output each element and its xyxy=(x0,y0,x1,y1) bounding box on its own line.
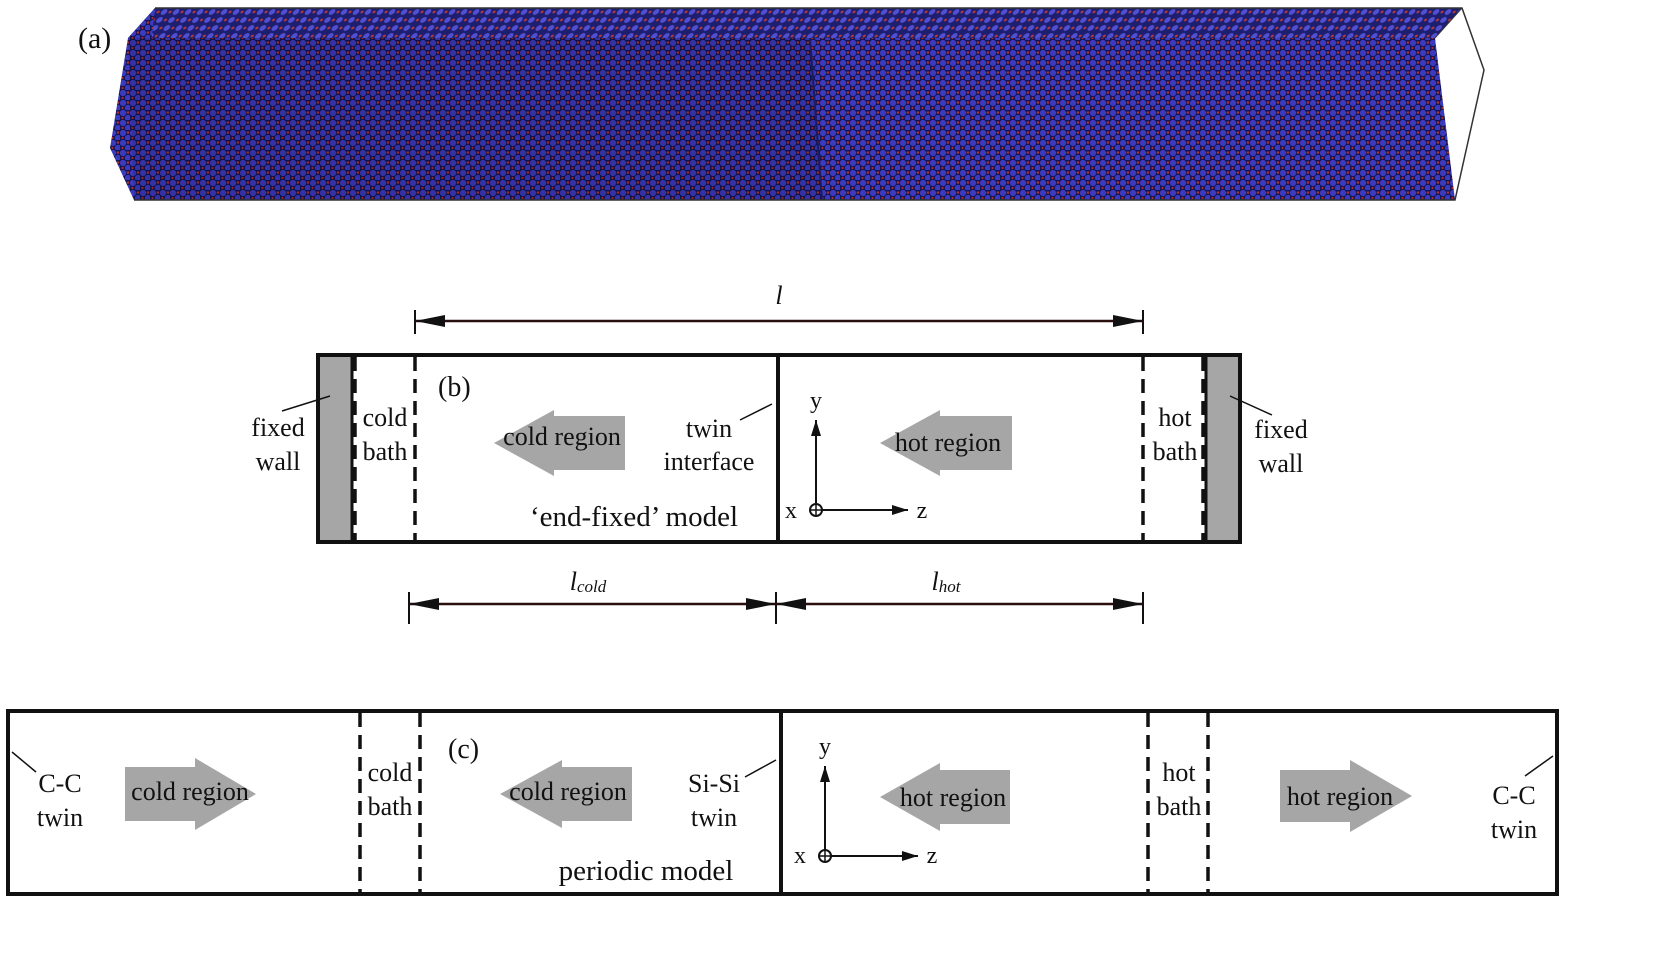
cc-twin-right-label-2: twin xyxy=(1491,815,1537,844)
cc-twin-left-label-1: C-C xyxy=(38,769,81,798)
panel-c-label: (c) xyxy=(448,734,479,765)
axis-b-z-label: z xyxy=(917,498,928,524)
dimension-total: l xyxy=(414,281,1144,334)
rod-outline-edge xyxy=(1434,7,1463,39)
fixed-wall-left-label-1: fixed xyxy=(251,413,304,442)
cc-twin-right-leader xyxy=(1524,755,1554,777)
axes-c: y x z xyxy=(794,734,937,869)
hot-region-2-label: hot region xyxy=(1287,782,1393,811)
cold-bath-label-2: bath xyxy=(363,437,408,466)
rod-front-shade xyxy=(128,38,822,200)
sisi-twin-leader xyxy=(744,759,777,778)
axis-c-x-label: x xyxy=(794,843,806,869)
rod-front-face xyxy=(128,38,1455,200)
dimension-hot: lhot xyxy=(776,567,1144,624)
fixed-wall-right-leader xyxy=(1229,395,1273,416)
cold-region-2-label: cold region xyxy=(509,777,627,806)
dimension-cold-main: l xyxy=(570,567,577,596)
cold-region-arrow-2 xyxy=(500,760,632,828)
model-b-name: ‘end-fixed’ model xyxy=(530,501,738,533)
hot-region-arrow-2 xyxy=(1280,760,1412,832)
hot-bath-label-2: bath xyxy=(1153,437,1198,466)
cold-bath-label-1: cold xyxy=(363,403,408,432)
hot-region-label: hot region xyxy=(895,428,1001,457)
hot-bath-label-1: hot xyxy=(1158,403,1192,432)
sisi-twin-label-2: twin xyxy=(691,803,737,832)
cold-region-label: cold region xyxy=(503,422,621,451)
twin-interface-label-2: interface xyxy=(664,447,755,476)
hot-region-1-label: hot region xyxy=(900,783,1006,812)
cc-twin-left-label-2: twin xyxy=(37,803,83,832)
c-cold-bath-label-2: bath xyxy=(368,792,413,821)
rod-top-face xyxy=(128,8,1462,38)
fixed-wall-left-leader xyxy=(281,395,331,412)
panel-a-label: (a) xyxy=(78,22,111,55)
axis-c-y-label: y xyxy=(819,734,831,760)
cc-twin-right-label-1: C-C xyxy=(1492,781,1535,810)
fixed-wall-left-block xyxy=(320,357,352,540)
rod-twin-boundary xyxy=(809,37,823,201)
fixed-wall-right-label-1: fixed xyxy=(1254,415,1307,444)
fixed-wall-right-label-2: wall xyxy=(1259,449,1304,478)
cold-region-arrow-1 xyxy=(125,758,256,830)
axes-b: y x z xyxy=(785,388,927,524)
fixed-wall-left-label-2: wall xyxy=(256,447,301,476)
hot-region-arrow-1 xyxy=(880,763,1010,831)
panel-b-label: (b) xyxy=(438,372,471,403)
c-hot-bath-label-2: bath xyxy=(1157,792,1202,821)
hot-region-arrow xyxy=(880,410,1012,476)
axis-b-x-label: x xyxy=(785,498,797,524)
dimension-hot-main: l xyxy=(932,567,939,596)
cc-twin-left-leader xyxy=(11,751,37,773)
dimension-hot-sub: hot xyxy=(939,577,962,596)
panel-b: l (b) fixed wall cold bath cold region t… xyxy=(251,281,1308,624)
c-hot-bath-label-1: hot xyxy=(1162,758,1196,787)
dimension-total-label: l xyxy=(775,281,782,310)
rod-outline-back xyxy=(1461,7,1485,71)
model-c-name: periodic model xyxy=(559,855,734,887)
cold-region-arrow xyxy=(494,410,625,476)
panel-a: (a) xyxy=(78,7,1485,201)
twin-interface-leader xyxy=(739,403,773,421)
cold-region-1-label: cold region xyxy=(131,777,249,806)
sisi-twin-label-1: Si-Si xyxy=(688,769,740,798)
dimension-cold-label: lcold xyxy=(570,567,607,596)
dimension-hot-label: lhot xyxy=(932,567,962,596)
fixed-wall-right-block xyxy=(1206,357,1238,540)
axis-b-y-label: y xyxy=(810,388,822,414)
dimension-cold-sub: cold xyxy=(577,577,607,596)
twin-interface-label-1: twin xyxy=(686,414,732,443)
c-cold-bath-label-1: cold xyxy=(368,758,413,787)
axis-c-z-label: z xyxy=(927,843,938,869)
panel-c: (c) C-C twin cold region cold bath cold … xyxy=(6,709,1559,896)
dimension-cold: lcold xyxy=(408,567,777,624)
